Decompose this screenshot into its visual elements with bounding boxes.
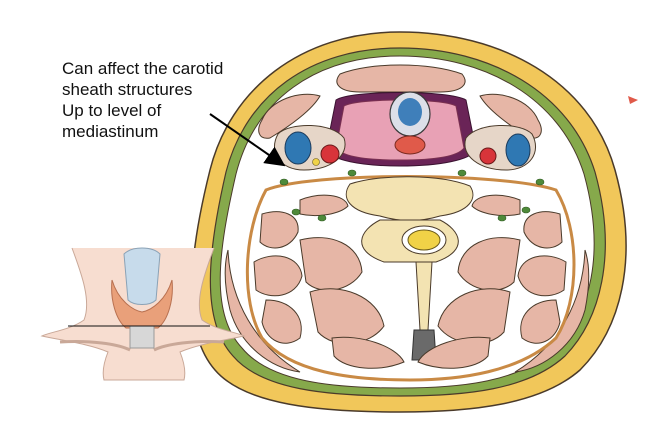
scalene-left <box>259 211 299 249</box>
inset-clavicles <box>59 340 225 352</box>
node-3 <box>317 214 327 222</box>
semispinalis-left <box>331 336 405 369</box>
deep-back-right-1 <box>457 237 521 291</box>
lymph-nodes <box>279 169 545 222</box>
node-2 <box>291 208 301 216</box>
trachea-lumen <box>398 98 422 126</box>
node-7 <box>457 169 467 177</box>
semispinalis-right <box>417 336 491 369</box>
neck-level-inset-icon <box>40 247 246 381</box>
inset-trachea <box>129 325 155 349</box>
longus-colli-left <box>299 194 349 217</box>
strap-muscles <box>336 64 466 93</box>
scalene-right <box>523 211 563 249</box>
deep-muscles <box>253 194 567 369</box>
scm-right <box>479 93 542 139</box>
scm-left <box>258 93 321 139</box>
superficial-muscles <box>224 64 590 373</box>
vertebral-body <box>345 176 474 221</box>
annotation-line-2: sheath structures <box>62 80 193 99</box>
inset-thyroid <box>111 279 173 329</box>
carotid-artery-right <box>479 147 497 165</box>
splenius-left <box>261 299 302 344</box>
node-1 <box>279 178 289 186</box>
node-4 <box>535 178 545 186</box>
levator-left <box>253 255 303 297</box>
splenius-right <box>520 299 561 344</box>
annotation-line-3: Up to level of <box>62 101 162 120</box>
carotid-sheath-right <box>464 124 537 171</box>
esophagus <box>394 135 426 155</box>
spinal-cord <box>407 229 441 251</box>
levator-right <box>517 255 567 297</box>
node-8 <box>347 169 357 177</box>
trapezius-left <box>224 249 301 373</box>
deep-back-left-1 <box>299 237 363 291</box>
pointer-arrow-icon <box>209 113 286 167</box>
longus-colli-right <box>471 194 521 217</box>
visceral-compartment <box>325 91 477 167</box>
annotation-text: Can affect the carotid sheath structures… <box>62 58 223 142</box>
annotation-line-1: Can affect the carotid <box>62 59 224 78</box>
internal-jugular-left <box>284 131 312 165</box>
node-5 <box>521 206 531 214</box>
carotid-sheath-left <box>273 124 346 171</box>
node-6 <box>497 214 507 222</box>
edge-mark <box>628 96 638 104</box>
trapezius-right <box>514 249 590 373</box>
carotid-artery-left <box>320 144 340 164</box>
annotation-line-4: mediastinum <box>62 122 159 141</box>
vagus-left <box>312 158 320 166</box>
inset-larynx <box>123 247 161 305</box>
internal-jugular-right <box>505 133 531 167</box>
